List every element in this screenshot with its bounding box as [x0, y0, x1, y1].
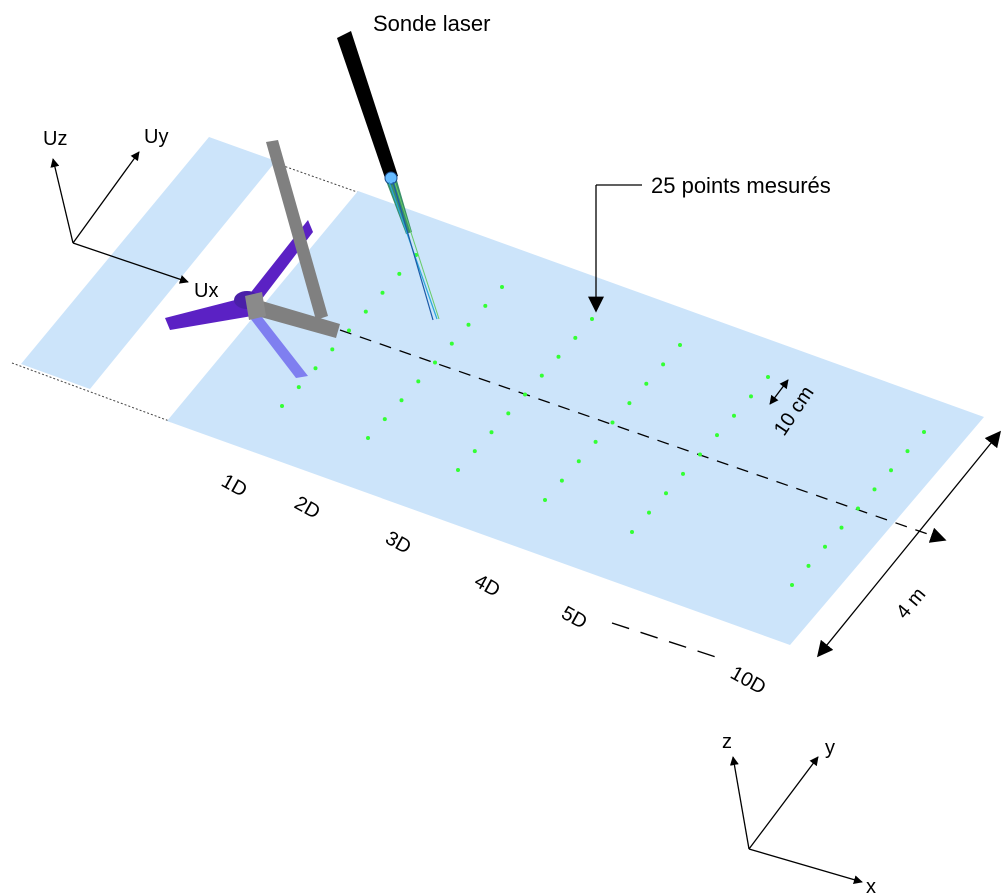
- measurement-point: [399, 398, 404, 403]
- measurement-point: [330, 347, 335, 352]
- laser-beam-3: [394, 182, 440, 320]
- distance-label-10d: 10D: [727, 662, 770, 699]
- measurement-point: [590, 317, 594, 321]
- turbine-blade-bottom: [250, 312, 308, 378]
- measurement-point: [472, 449, 477, 454]
- measurement-point: [416, 379, 421, 384]
- points-callout: 25 points mesurés: [588, 173, 831, 313]
- measurement-point: [500, 285, 504, 289]
- measurement-point: [856, 506, 860, 511]
- measurement-point: [610, 420, 615, 425]
- measurement-point: [296, 385, 301, 390]
- measurement-point: [449, 341, 454, 346]
- measurement-point: [872, 487, 877, 492]
- axis-label-ux: Ux: [194, 280, 218, 302]
- measurement-point: [661, 362, 666, 367]
- channel-edge-bottom: [11, 362, 173, 423]
- measurement-point: [905, 449, 910, 454]
- frame-label-z: z: [722, 731, 732, 753]
- measurement-point: [483, 303, 488, 308]
- measurement-point: [466, 322, 471, 327]
- measurement-point: [523, 392, 527, 397]
- measurement-point: [576, 459, 581, 464]
- measurement-point: [573, 335, 578, 340]
- laser-probe-body: [337, 31, 398, 181]
- measurement-plane: [167, 191, 984, 645]
- measurement-point: [732, 413, 736, 418]
- laser-beam-2: [392, 181, 434, 321]
- frame-axes: z y x: [722, 731, 876, 895]
- measurement-point: [749, 394, 753, 399]
- measurement-point: [627, 401, 632, 406]
- nacelle: [245, 292, 266, 320]
- axis-label-uz: Uz: [43, 128, 67, 150]
- measurement-point: [715, 433, 719, 438]
- measurement-point: [678, 343, 682, 347]
- measurement-point: [644, 381, 649, 386]
- distance-gap-dashes: [611, 622, 726, 661]
- measurement-point: [363, 309, 368, 314]
- distance-label-5d: 5D: [558, 602, 591, 634]
- measurement-point: [630, 530, 634, 534]
- axis-label-uy: Uy: [144, 126, 168, 148]
- probe-label: Sonde laser: [373, 11, 490, 36]
- measurement-point: [681, 471, 685, 476]
- measurement-point: [456, 468, 460, 472]
- measurement-point: [766, 375, 770, 379]
- measurement-point: [664, 491, 668, 496]
- measurement-point: [280, 404, 284, 408]
- measurement-point: [506, 411, 511, 416]
- measurement-point: [806, 563, 811, 568]
- measurement-point: [366, 436, 370, 440]
- measurement-point: [539, 373, 544, 378]
- measurement-point: [823, 544, 827, 549]
- measurement-point: [433, 360, 437, 365]
- distance-label-2d: 2D: [291, 492, 324, 524]
- measurement-point: [380, 290, 385, 295]
- width-label: 4 m: [892, 584, 930, 624]
- measurement-point: [647, 510, 651, 515]
- measurement-point: [347, 328, 351, 333]
- measurement-point: [889, 468, 893, 473]
- points-label: 25 points mesurés: [651, 173, 831, 198]
- measurement-point: [556, 354, 561, 359]
- frame-label-y: y: [825, 737, 835, 759]
- measurement-point: [839, 525, 844, 530]
- measurement-point: [790, 583, 794, 587]
- upstream-plane: [21, 137, 276, 389]
- measurement-point: [489, 430, 494, 435]
- distance-label-3d: 3D: [382, 527, 415, 559]
- frame-label-x: x: [866, 876, 876, 895]
- measurement-point: [698, 452, 702, 457]
- measurement-point: [593, 439, 598, 444]
- distance-label-1d: 1D: [218, 470, 251, 502]
- support-mast-vertical: [266, 140, 328, 320]
- velocity-axes: Uz Uy Ux: [43, 126, 218, 302]
- laser-probe-head: [384, 171, 398, 185]
- measurement-point: [382, 417, 387, 422]
- channel-edge-top: [209, 139, 361, 194]
- support-mast-arm: [250, 298, 340, 338]
- measurement-point: [397, 271, 402, 276]
- distance-label-4d: 4D: [471, 570, 504, 602]
- measurement-point: [543, 498, 547, 502]
- turbine-blade-left: [165, 298, 252, 330]
- measurement-point: [922, 430, 926, 434]
- measurement-point: [313, 366, 318, 371]
- measurement-point: [559, 478, 564, 483]
